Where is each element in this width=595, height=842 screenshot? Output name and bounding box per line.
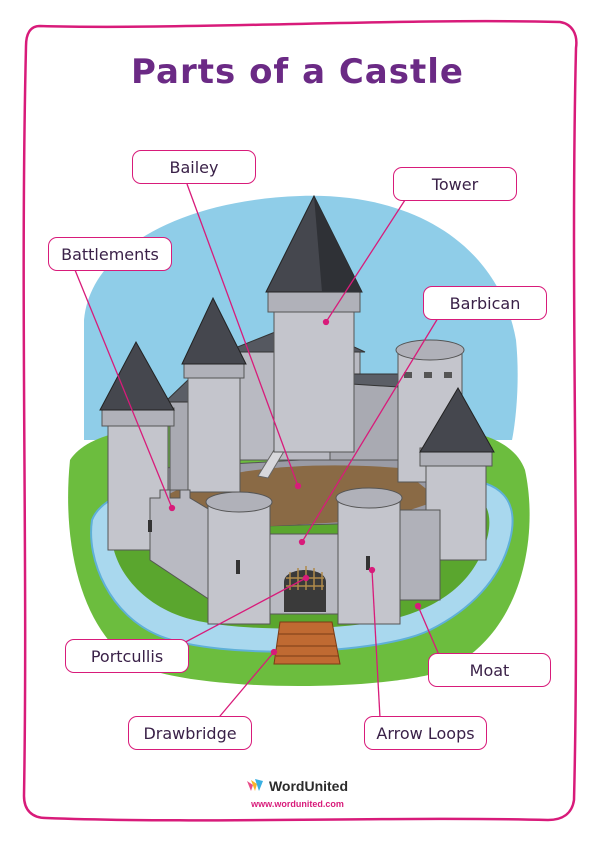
- arrow-loop: [236, 560, 240, 574]
- label-moat: Moat: [428, 653, 551, 687]
- label-bailey: Bailey: [132, 150, 256, 184]
- page-title: Parts of a Castle: [131, 52, 464, 92]
- label-drawbridge: Drawbridge: [128, 716, 252, 750]
- leader-lines: [74, 183, 443, 723]
- label-portcullis: Portcullis: [65, 639, 189, 673]
- arrow-loop: [366, 556, 370, 570]
- brand-url: www.wordunited.com: [251, 799, 344, 809]
- label-arrow-loops: Arrow Loops: [364, 716, 487, 750]
- drawbridge: [273, 621, 341, 665]
- label-barbican: Barbican: [423, 286, 547, 320]
- label-tower: Tower: [393, 167, 517, 201]
- label-battlements: Battlements: [48, 237, 172, 271]
- tower: [273, 301, 355, 453]
- wordunited-logo-icon: [246, 779, 263, 791]
- brand-name: WordUnited: [268, 778, 349, 794]
- branding: WordUnited www.wordunited.com: [0, 778, 595, 809]
